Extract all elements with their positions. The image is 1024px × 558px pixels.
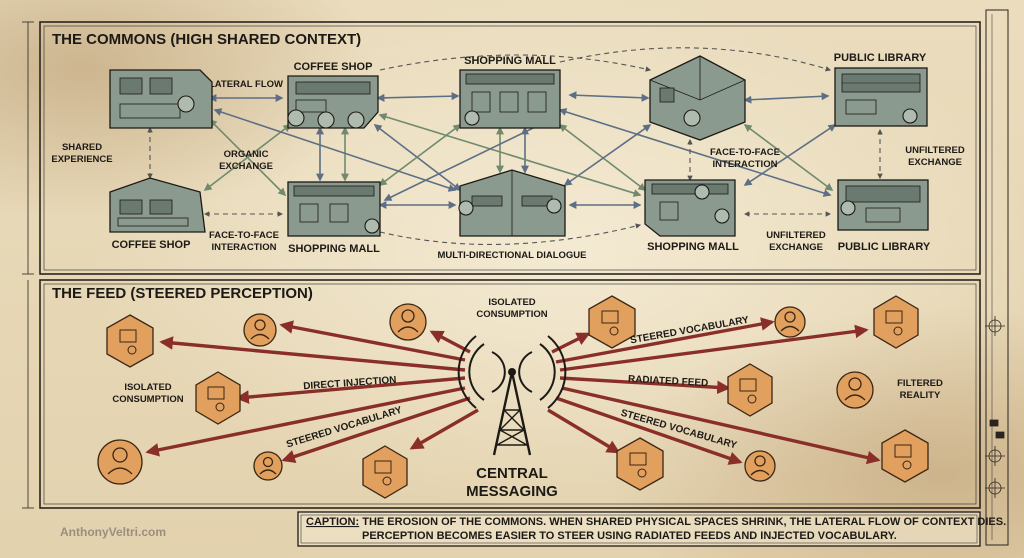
pod-screens bbox=[119, 310, 912, 486]
person-icon bbox=[774, 306, 806, 338]
person-icon bbox=[836, 371, 874, 409]
person-icon bbox=[97, 439, 143, 485]
label-unfiltered-right-2: EXCHANGE bbox=[908, 157, 962, 168]
label-isolated-left-2: CONSUMPTION bbox=[112, 394, 183, 405]
person-icon bbox=[253, 451, 283, 481]
label-lateral-flow: LATERAL FLOW bbox=[209, 79, 283, 90]
caption-prefix: CAPTION: bbox=[306, 516, 359, 528]
label-isolated-top-2: CONSUMPTION bbox=[476, 309, 547, 320]
label-unfiltered-mid-2: EXCHANGE bbox=[769, 242, 823, 253]
label-mall-bottom-right: SHOPPING MALL bbox=[647, 241, 739, 253]
label-f2f-right-1: FACE-TO-FACE bbox=[710, 147, 780, 158]
person-icon bbox=[243, 313, 277, 347]
signature: AnthonyVeltri.com bbox=[60, 525, 166, 539]
building-library-top bbox=[834, 67, 928, 127]
label-organic-2: EXCHANGE bbox=[219, 161, 273, 172]
label-multi-directional: MULTI-DIRECTIONAL DIALOGUE bbox=[438, 250, 587, 261]
label-shared-2: EXPERIENCE bbox=[51, 154, 112, 165]
label-library-top: PUBLIC LIBRARY bbox=[834, 52, 927, 64]
caption-line-2: PERCEPTION BECOMES EASIER TO STEER USING… bbox=[362, 530, 897, 542]
building-isometric-top bbox=[649, 55, 746, 141]
label-radiated-feed: RADIATED FEED bbox=[628, 374, 709, 389]
label-coffee-shop-bottom: COFFEE SHOP bbox=[112, 239, 191, 251]
caption-line-1: CAPTION: THE EROSION OF THE COMMONS. WHE… bbox=[306, 516, 1006, 528]
label-library-bottom: PUBLIC LIBRARY bbox=[838, 241, 931, 253]
label-isolated-top-1: ISOLATED bbox=[488, 297, 535, 308]
label-unfiltered-right-1: UNFILTERED bbox=[905, 145, 965, 156]
label-filtered-2: REALITY bbox=[900, 390, 941, 401]
commons-arrows bbox=[203, 91, 837, 209]
building-coffee-shop-bottom-left bbox=[109, 177, 206, 233]
feed-arrows bbox=[145, 317, 881, 465]
label-central-1: CENTRAL bbox=[476, 465, 548, 482]
person-icon bbox=[744, 450, 776, 482]
label-f2f-left-1: FACE-TO-FACE bbox=[209, 230, 279, 241]
commons-dashed-links bbox=[147, 47, 883, 245]
label-organic-1: ORGANIC bbox=[224, 149, 269, 160]
caption-box: CAPTION: THE EROSION OF THE COMMONS. WHE… bbox=[297, 511, 1006, 547]
outer-frame bbox=[22, 9, 1009, 546]
isolated-pods bbox=[106, 295, 929, 499]
label-unfiltered-mid-1: UNFILTERED bbox=[766, 230, 826, 241]
person-avatars bbox=[97, 303, 874, 485]
commons-title: THE COMMONS (HIGH SHARED CONTEXT) bbox=[52, 31, 361, 48]
broadcast-tower-icon bbox=[457, 335, 567, 456]
building-coffee-shop-top-left bbox=[109, 69, 213, 129]
feed-title: THE FEED (STEERED PERCEPTION) bbox=[52, 285, 313, 302]
label-f2f-right-2: INTERACTION bbox=[713, 159, 778, 170]
building-mall-top bbox=[459, 69, 561, 129]
building-mall-bottom-right bbox=[644, 179, 736, 237]
building-isometric-center bbox=[458, 169, 566, 237]
label-mall-bottom-left: SHOPPING MALL bbox=[288, 243, 380, 255]
label-mall-top: SHOPPING MALL bbox=[464, 55, 556, 67]
label-coffee-shop-top: COFFEE SHOP bbox=[294, 61, 373, 73]
label-central-2: MESSAGING bbox=[466, 483, 558, 500]
label-f2f-left-2: INTERACTION bbox=[212, 242, 277, 253]
caption-line-1-text: THE EROSION OF THE COMMONS. WHEN SHARED … bbox=[359, 516, 1006, 528]
label-isolated-left-1: ISOLATED bbox=[124, 382, 171, 393]
commons-labels: LATERAL FLOW SHARED EXPERIENCE ORGANIC E… bbox=[51, 79, 964, 261]
registration-marks bbox=[985, 316, 1005, 498]
building-mall-bottom-left bbox=[287, 181, 381, 237]
label-filtered-1: FILTERED bbox=[897, 378, 943, 389]
label-shared-1: SHARED bbox=[62, 142, 102, 153]
building-coffee-shop-top bbox=[287, 75, 379, 129]
person-icon bbox=[389, 303, 427, 341]
building-library-bottom bbox=[837, 179, 929, 231]
